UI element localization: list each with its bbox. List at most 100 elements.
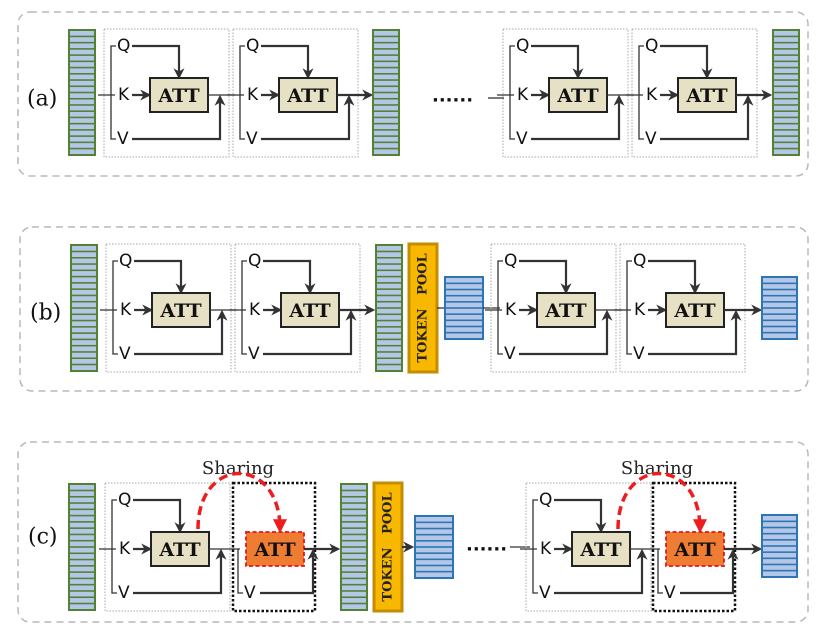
- token-row: [374, 130, 398, 136]
- token-row: [416, 572, 452, 577]
- token-row: [70, 541, 94, 547]
- panel-b-label: (b): [30, 301, 61, 326]
- token-row: [342, 485, 366, 490]
- token-row: [374, 87, 398, 92]
- token-row: [72, 327, 96, 333]
- token-stack-output: [772, 29, 800, 156]
- v-label: V: [645, 129, 657, 149]
- token-row: [763, 522, 796, 527]
- token-row: [377, 333, 401, 339]
- qkv-bracket: [111, 499, 117, 594]
- token-row: [377, 264, 401, 270]
- token-row: [70, 503, 94, 509]
- v-arrow: [531, 94, 625, 141]
- q-label: Q: [633, 251, 646, 271]
- token-row: [446, 321, 482, 326]
- token-row: [774, 87, 798, 92]
- token-row: [763, 308, 796, 314]
- token-row: [416, 523, 452, 528]
- v-label: V: [246, 129, 258, 149]
- token-row: [70, 136, 94, 142]
- token-row: [72, 296, 96, 301]
- token-row: [342, 535, 366, 540]
- v-label: V: [504, 344, 516, 364]
- token-row: [374, 111, 398, 117]
- token-row: [774, 31, 798, 36]
- token-row: [774, 149, 798, 154]
- block-frame: [619, 243, 746, 373]
- token-row: [70, 554, 94, 559]
- token-row: [342, 572, 366, 578]
- q-label: Q: [117, 36, 130, 56]
- q-label: Q: [248, 251, 261, 271]
- token-row: [446, 302, 482, 308]
- token-row: [70, 68, 94, 74]
- token-row: [342, 585, 366, 591]
- q-label: Q: [539, 490, 552, 510]
- token-row: [763, 552, 796, 558]
- token-row: [72, 289, 96, 295]
- token-row: [774, 62, 798, 67]
- token-row: [374, 149, 398, 154]
- token-row: [416, 547, 452, 553]
- token-row: [70, 579, 94, 584]
- block-frame: [104, 482, 231, 612]
- token-row: [70, 93, 94, 98]
- v-arrow: [660, 94, 754, 141]
- k-label: K: [517, 85, 529, 105]
- token-row: [377, 302, 401, 308]
- token-row: [72, 333, 96, 339]
- token-row: [774, 124, 798, 130]
- token-row: [774, 74, 798, 80]
- token-row: [72, 302, 96, 308]
- panel-b-border: [19, 226, 809, 392]
- q-label: Q: [246, 36, 259, 56]
- v-arrow: [133, 548, 227, 595]
- q-arrow: [134, 259, 187, 295]
- v-arrow: [554, 548, 648, 595]
- q-label: Q: [645, 36, 658, 56]
- v-label: V: [248, 344, 260, 364]
- token-row: [70, 105, 94, 111]
- ellipsis: ......: [432, 86, 473, 107]
- v-label: V: [117, 129, 129, 149]
- token-row: [70, 598, 94, 603]
- token-row: [763, 290, 796, 295]
- token-row: [377, 246, 401, 251]
- v-arrow: [680, 548, 739, 595]
- token-row: [374, 136, 398, 142]
- v-label: V: [633, 344, 645, 364]
- token-row: [763, 296, 796, 302]
- token-row: [763, 284, 796, 289]
- token-row: [416, 553, 452, 559]
- v-arrow: [132, 94, 226, 141]
- k-label: K: [118, 85, 130, 105]
- token-row: [70, 560, 94, 566]
- token-row: [374, 143, 398, 148]
- token-row: [377, 359, 401, 364]
- block-frame: [103, 28, 230, 158]
- token-row: [374, 80, 398, 86]
- token-row: [446, 327, 482, 332]
- token-row: [70, 55, 94, 61]
- token-row: [70, 516, 94, 522]
- shared-att-label: ATT: [673, 539, 715, 561]
- token-row: [342, 528, 366, 534]
- att-label: ATT: [579, 539, 621, 561]
- token-row: [72, 264, 96, 270]
- k-label: K: [646, 85, 658, 105]
- v-label: V: [539, 583, 551, 603]
- token-row: [72, 346, 96, 352]
- token-row: [70, 130, 94, 136]
- token-row: [70, 522, 94, 528]
- token-row: [342, 497, 366, 503]
- token-row: [72, 283, 96, 289]
- token-row: [72, 359, 96, 364]
- block-frame: [234, 243, 361, 373]
- token-row: [377, 352, 401, 358]
- q-arrow: [531, 44, 584, 80]
